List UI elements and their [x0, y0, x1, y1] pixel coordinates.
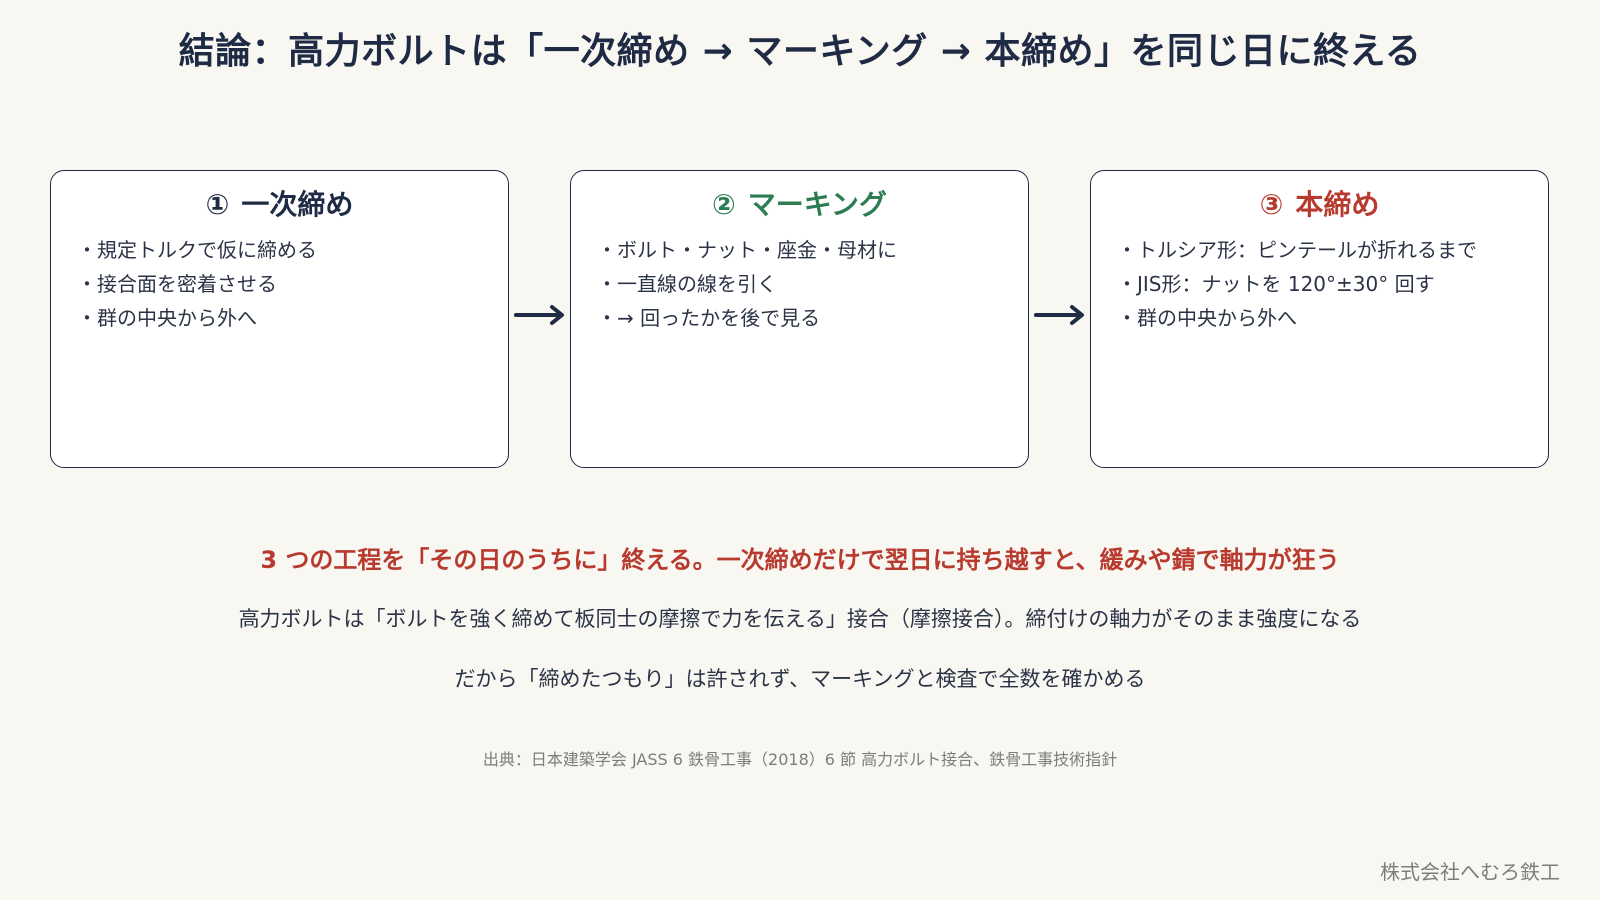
bullet-dot-icon: ・ [597, 272, 617, 296]
bullet-dot-icon: ・ [77, 272, 97, 296]
step-card-marking: ② マーキング ・ボルト・ナット・座金・母材に ・一直線の線を引く ・→ 回ったか… [570, 170, 1029, 468]
step-title: ① 一次締め [51, 183, 508, 223]
headline: 3 つの工程を「その日のうちに」終える。一次締めだけで翌日に持ち越すと、緩みや錆… [260, 546, 1340, 574]
bullet-dot-icon: ・ [77, 238, 97, 262]
page-title: 結論：高力ボルトは「一次締め → マーキング → 本締め」を同じ日に終える [178, 31, 1422, 72]
body-text: 高力ボルトは「ボルトを強く締めて板同士の摩擦で力を伝える」接合（摩擦接合）。締付… [238, 607, 1362, 631]
step-number: ② [712, 188, 736, 221]
bullet-dot-icon: ・ [1117, 306, 1137, 330]
step-label: 本締め [1295, 188, 1380, 221]
step-card-final-tightening: ③ 本締め ・トルシア形：ピンテールが折れるまで ・JIS形：ナットを 120°±… [1090, 170, 1549, 468]
source-citation: 出典：日本建築学会 JASS 6 鉄骨工事（2018）6 節 高力ボルト接合、鉄… [482, 750, 1118, 769]
step-bullet-list: ・ボルト・ナット・座金・母材に ・一直線の線を引く ・→ 回ったかを後で見る [597, 233, 1018, 335]
company-name: 株式会社へむろ鉄工 [1380, 860, 1560, 884]
list-item: ・→ 回ったかを後で見る [597, 301, 1018, 335]
list-item: ・規定トルクで仮に締める [77, 233, 498, 267]
step-card-primary-tightening: ① 一次締め ・規定トルクで仮に締める ・接合面を密着させる ・群の中央から外へ [50, 170, 509, 468]
list-item: ・JIS形：ナットを 120°±30° 回す [1117, 267, 1538, 301]
step-bullet-list: ・規定トルクで仮に締める ・接合面を密着させる ・群の中央から外へ [77, 233, 498, 335]
arrow-right-icon [1034, 305, 1084, 325]
step-number: ① [205, 188, 230, 221]
body-text: だから「締めたつもり」は許されず、マーキングと検査で全数を確かめる [454, 667, 1146, 691]
list-item: ・群の中央から外へ [1117, 301, 1538, 335]
arrow-right-icon [514, 305, 564, 325]
bullet-dot-icon: ・ [597, 238, 617, 262]
list-item: ・ボルト・ナット・座金・母材に [597, 233, 1018, 267]
list-item: ・一直線の線を引く [597, 267, 1018, 301]
bullet-dot-icon: ・ [1117, 238, 1137, 262]
step-bullet-list: ・トルシア形：ピンテールが折れるまで ・JIS形：ナットを 120°±30° 回… [1117, 233, 1538, 335]
step-title: ③ 本締め [1091, 183, 1548, 223]
step-number: ③ [1259, 188, 1284, 221]
list-item: ・トルシア形：ピンテールが折れるまで [1117, 233, 1538, 267]
bullet-dot-icon: ・ [77, 306, 97, 330]
list-item: ・接合面を密着させる [77, 267, 498, 301]
step-label: 一次締め [241, 188, 354, 221]
step-title: ② マーキング [571, 183, 1028, 223]
bullet-dot-icon: ・ [1117, 272, 1137, 296]
step-label: マーキング [747, 188, 887, 221]
bullet-dot-icon: ・ [597, 306, 617, 330]
list-item: ・群の中央から外へ [77, 301, 498, 335]
